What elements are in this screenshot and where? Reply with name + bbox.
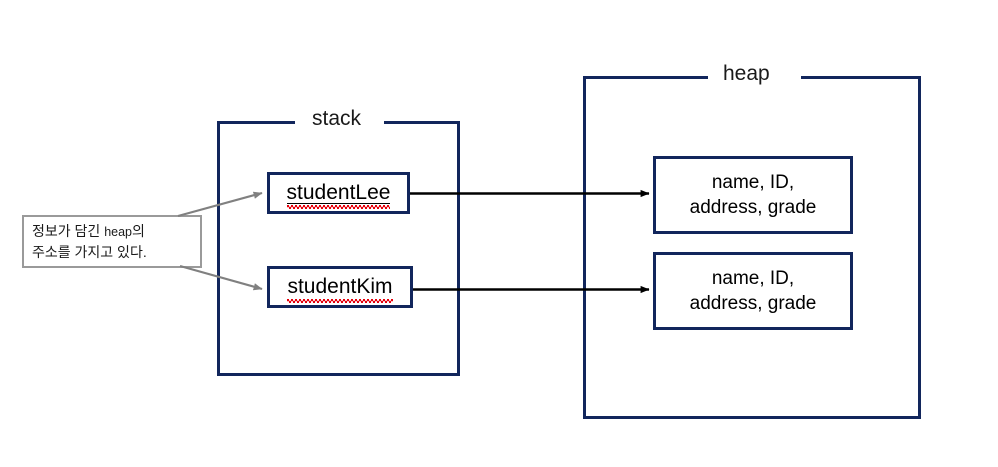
- callout-line1-pre: 정보가 담긴: [32, 222, 105, 239]
- stack-variable-box-studentLee: studentLee: [267, 172, 410, 214]
- callout-note-line-2: 주소를 가지고 있다.: [32, 243, 147, 260]
- heap-border-top-left: [583, 76, 708, 79]
- stack-border-bottom: [217, 373, 460, 376]
- stack-variable-box-studentKim: studentKim: [267, 266, 413, 308]
- heap-border-left: [583, 76, 586, 419]
- stack-region-label: stack: [303, 108, 371, 129]
- heap-region: heap: [583, 63, 921, 419]
- callout-note-line-1: 정보가 담긴 heap의: [32, 221, 192, 242]
- callout-line1-post: 의: [132, 222, 145, 239]
- heap-object-box-2: name, ID, address, grade: [653, 252, 853, 330]
- spellcheck-squiggle-icon: [287, 298, 393, 303]
- heap-border-top-right: [801, 76, 921, 79]
- stack-border-top-left: [217, 121, 295, 124]
- heap-object-field-line-2: address, grade: [689, 197, 817, 218]
- stack-variable-label-studentLee: studentLee: [286, 182, 391, 209]
- stack-border-left: [217, 121, 220, 376]
- stack-region: stack: [217, 108, 460, 376]
- callout-line1-latin: heap: [104, 224, 132, 239]
- stack-variable-label-studentKim: studentKim: [287, 276, 393, 303]
- heap-object-box-1: name, ID, address, grade: [653, 156, 853, 234]
- heap-object-field-line-1: name, ID,: [711, 171, 795, 193]
- stack-border-top-right: [384, 121, 460, 124]
- heap-border-right: [918, 76, 921, 419]
- stack-border-right: [457, 121, 460, 376]
- heap-border-bottom: [583, 416, 921, 419]
- callout-note: 정보가 담긴 heap의 주소를 가지고 있다.: [22, 215, 202, 268]
- heap-object-field-line-1: name, ID,: [711, 267, 795, 289]
- heap-region-label: heap: [714, 63, 779, 84]
- heap-object-field-line-2: address, grade: [689, 293, 817, 314]
- spellcheck-squiggle-icon: [286, 204, 391, 209]
